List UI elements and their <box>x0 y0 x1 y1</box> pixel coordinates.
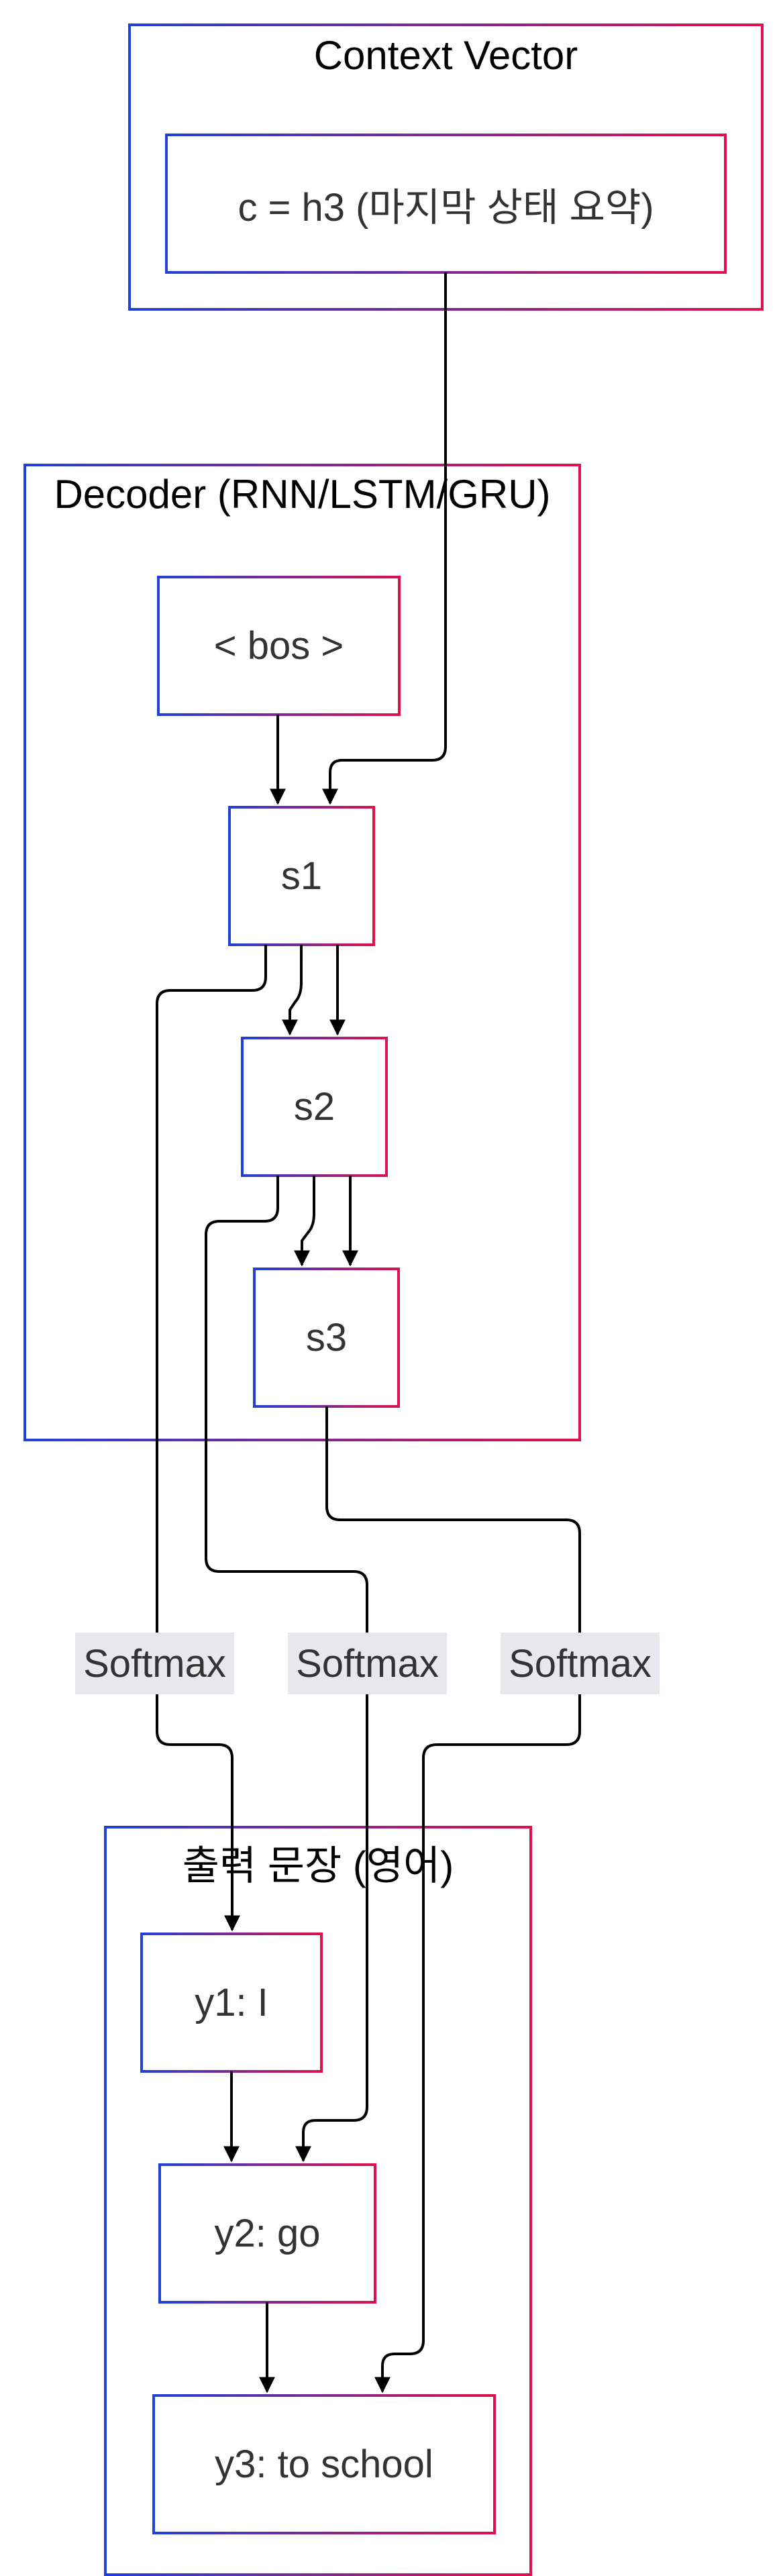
y3-node: y3: to school <box>215 2442 433 2486</box>
s3-node: s3 <box>305 1316 348 1359</box>
bos-node: < bos > <box>213 624 344 668</box>
context-vector-cluster-title: Context Vector <box>313 33 578 78</box>
s1-node: s1 <box>280 854 323 898</box>
edge-s2-to-y2 <box>205 1176 368 2163</box>
softmax-label-s1-y1: Softmax <box>75 1633 234 1694</box>
edge-s3-to-y3 <box>325 1406 581 2393</box>
s2-node: s2 <box>293 1085 335 1129</box>
softmax-label-s2-y2: Softmax <box>288 1633 447 1694</box>
context-node: c = h3 (마지막 상태 요약) <box>238 185 654 229</box>
y1-node-box <box>140 1933 323 2073</box>
s3-node-box <box>253 1268 400 1408</box>
softmax-label-s3-y3: Softmax <box>501 1633 660 1694</box>
y3-node-box <box>152 2394 496 2534</box>
decoder-cluster <box>23 464 581 1441</box>
output-sentence-cluster <box>104 1826 532 2576</box>
output-sentence-cluster-title: 출력 문장 (영어) <box>182 1843 454 1888</box>
y1-node: y1: I <box>195 1981 268 2024</box>
edge-s2-to-s3-a <box>294 1176 315 1267</box>
edge-s1-to-y1 <box>156 945 267 1932</box>
y2-node: y2: go <box>214 2212 321 2255</box>
edge-s1-to-s2-a <box>282 945 303 1036</box>
context-node-box <box>165 134 727 274</box>
edge-context-to-s1 <box>322 272 447 805</box>
decoder-cluster-title: Decoder (RNN/LSTM/GRU) <box>54 472 551 517</box>
s2-node-box <box>241 1037 388 1177</box>
s1-node-box <box>228 806 375 946</box>
y2-node-box <box>158 2163 376 2304</box>
